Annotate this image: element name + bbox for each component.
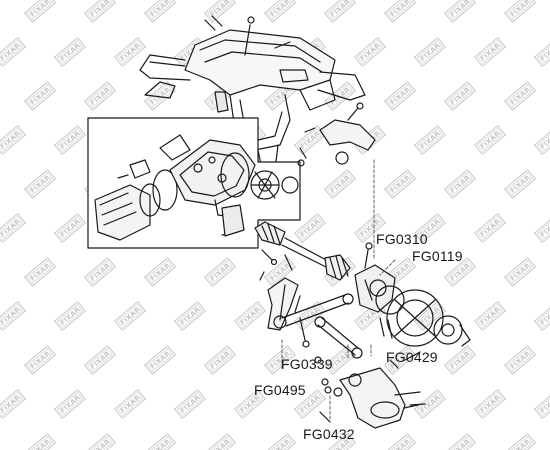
svg-text:FIXAR: FIXAR bbox=[539, 41, 550, 63]
svg-text:FIXAR: FIXAR bbox=[539, 393, 550, 415]
svg-text:FIXAR: FIXAR bbox=[539, 129, 550, 151]
callout-fg0432: FG0432 bbox=[303, 426, 355, 442]
hub-carrier bbox=[354, 242, 471, 347]
watermark-badge: FIXAR bbox=[533, 389, 550, 419]
differential-assembly bbox=[94, 134, 299, 241]
lower-control-arm bbox=[321, 351, 426, 429]
watermark-badge: FIXAR bbox=[533, 301, 550, 331]
watermark-badge: FIXAR bbox=[533, 125, 550, 155]
watermark-badge: FIXAR bbox=[533, 213, 550, 243]
callout-fg0310: FG0310 bbox=[376, 231, 428, 247]
leader-lines bbox=[281, 159, 396, 421]
drive-shaft bbox=[254, 221, 351, 281]
callout-fg0339: FG0339 bbox=[281, 356, 333, 372]
watermark-badge: FIXAR bbox=[533, 37, 550, 67]
hardware bbox=[261, 147, 399, 423]
rear-subframe bbox=[139, 15, 366, 171]
svg-text:FIXAR: FIXAR bbox=[539, 217, 550, 239]
callout-fg0429: FG0429 bbox=[386, 349, 438, 365]
svg-text:FIXAR: FIXAR bbox=[539, 305, 550, 327]
rear-links bbox=[259, 271, 363, 359]
upper-control-arm bbox=[304, 102, 376, 165]
callout-fg0495: FG0495 bbox=[254, 382, 306, 398]
callout-fg0119: FG0119 bbox=[412, 248, 463, 264]
